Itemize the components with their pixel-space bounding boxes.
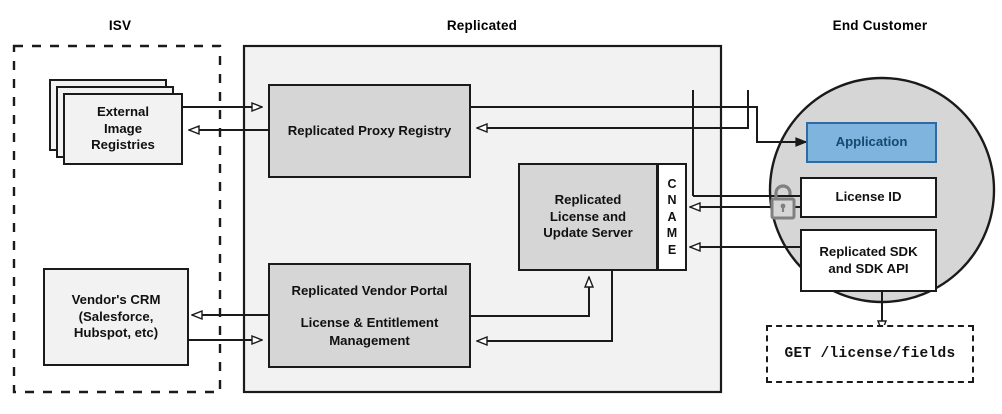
edge-proxy-to-application <box>471 106 806 142</box>
proxy-registry-label: Replicated Proxy Registry <box>287 122 452 138</box>
license-id-label: License ID <box>835 189 902 205</box>
edge-portal-to-license-server <box>471 277 589 317</box>
license-id[interactable]: License ID <box>800 177 937 218</box>
api-call-label: GET /license/fields <box>784 346 956 362</box>
license-server-line-3: Update Server <box>543 225 633 241</box>
cname-letter-e: E <box>667 242 677 257</box>
cname-letter-m: M <box>666 226 678 241</box>
zone-title-replicated: Replicated <box>446 18 518 33</box>
application[interactable]: Application <box>806 122 937 163</box>
replicated-proxy-registry[interactable]: Replicated Proxy Registry <box>268 84 471 178</box>
cname-letter-n: N <box>667 193 677 208</box>
crm-line-3: Hubspot, etc) <box>73 325 159 341</box>
registries-line-1: External <box>96 103 150 119</box>
cname-letter-c: C <box>667 176 677 191</box>
zone-title-end-customer: End Customer <box>832 18 928 33</box>
api-call-get-license-fields: GET /license/fields <box>766 325 974 383</box>
edge-application-to-proxy <box>477 90 749 128</box>
registries-line-3: Registries <box>91 137 155 153</box>
vendor-portal-line-2: License & Entitlement <box>300 315 439 331</box>
application-label: Application <box>835 134 908 150</box>
license-server-line-2: License and <box>549 208 627 224</box>
replicated-license-and-update-server[interactable]: Replicated License and Update Server <box>518 163 658 271</box>
zone-isv <box>12 44 222 394</box>
unlocked-padlock-icon <box>766 180 800 224</box>
edge-license-server-to-portal <box>477 271 613 341</box>
replicated-sdk[interactable]: Replicated SDK and SDK API <box>800 229 937 292</box>
vendor-portal-line-1: Replicated Vendor Portal <box>291 283 448 299</box>
external-image-registries[interactable]: External Image Registries <box>63 93 183 165</box>
vendor-portal-line-3: Management <box>329 332 410 348</box>
license-server-line-1: Replicated <box>554 191 622 207</box>
cname-letter-a: A <box>667 209 677 224</box>
cname-column[interactable]: C N A M E <box>657 163 687 271</box>
sdk-line-2: and SDK API <box>828 260 909 276</box>
sdk-line-1: Replicated SDK <box>819 243 918 259</box>
zone-title-isv: ISV <box>108 18 132 33</box>
replicated-vendor-portal[interactable]: Replicated Vendor Portal License & Entit… <box>268 263 471 368</box>
crm-line-1: Vendor's CRM <box>71 291 161 307</box>
registries-line-2: Image <box>103 120 143 136</box>
vendors-crm[interactable]: Vendor's CRM (Salesforce, Hubspot, etc) <box>43 268 189 366</box>
crm-line-2: (Salesforce, <box>78 308 154 324</box>
